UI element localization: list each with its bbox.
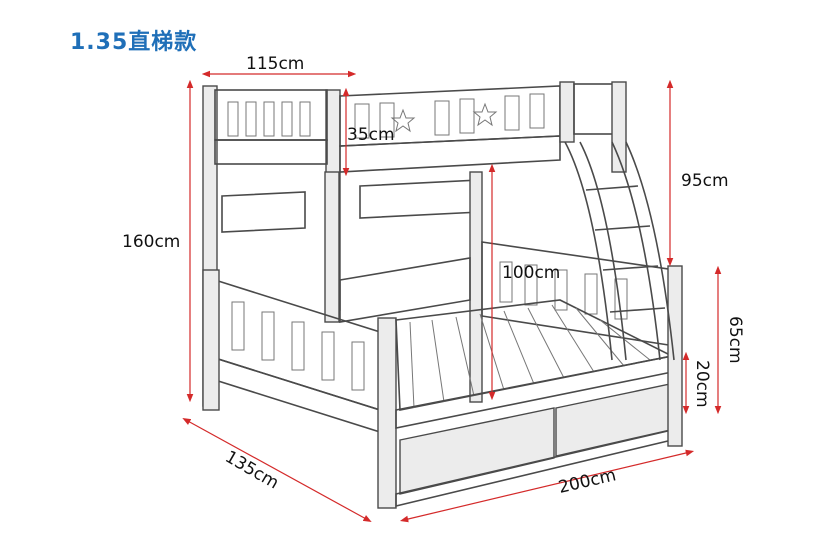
dim-side-height: 65cm	[725, 316, 745, 364]
dim-top-width: 115cm	[246, 54, 304, 74]
dim-lower-clearance: 100cm	[502, 263, 560, 283]
dim-drawer-height: 20cm	[692, 360, 712, 408]
dimension-lines	[182, 70, 722, 523]
dim-depth: 135cm	[222, 447, 283, 494]
diagram-title: 1.35直梯款	[70, 30, 198, 55]
dim-upper-height: 95cm	[681, 171, 729, 191]
dim-rail-height: 35cm	[347, 125, 395, 145]
bed-frame	[202, 81, 683, 509]
dim-total-height: 160cm	[122, 232, 180, 252]
dim-length: 200cm	[557, 465, 618, 498]
